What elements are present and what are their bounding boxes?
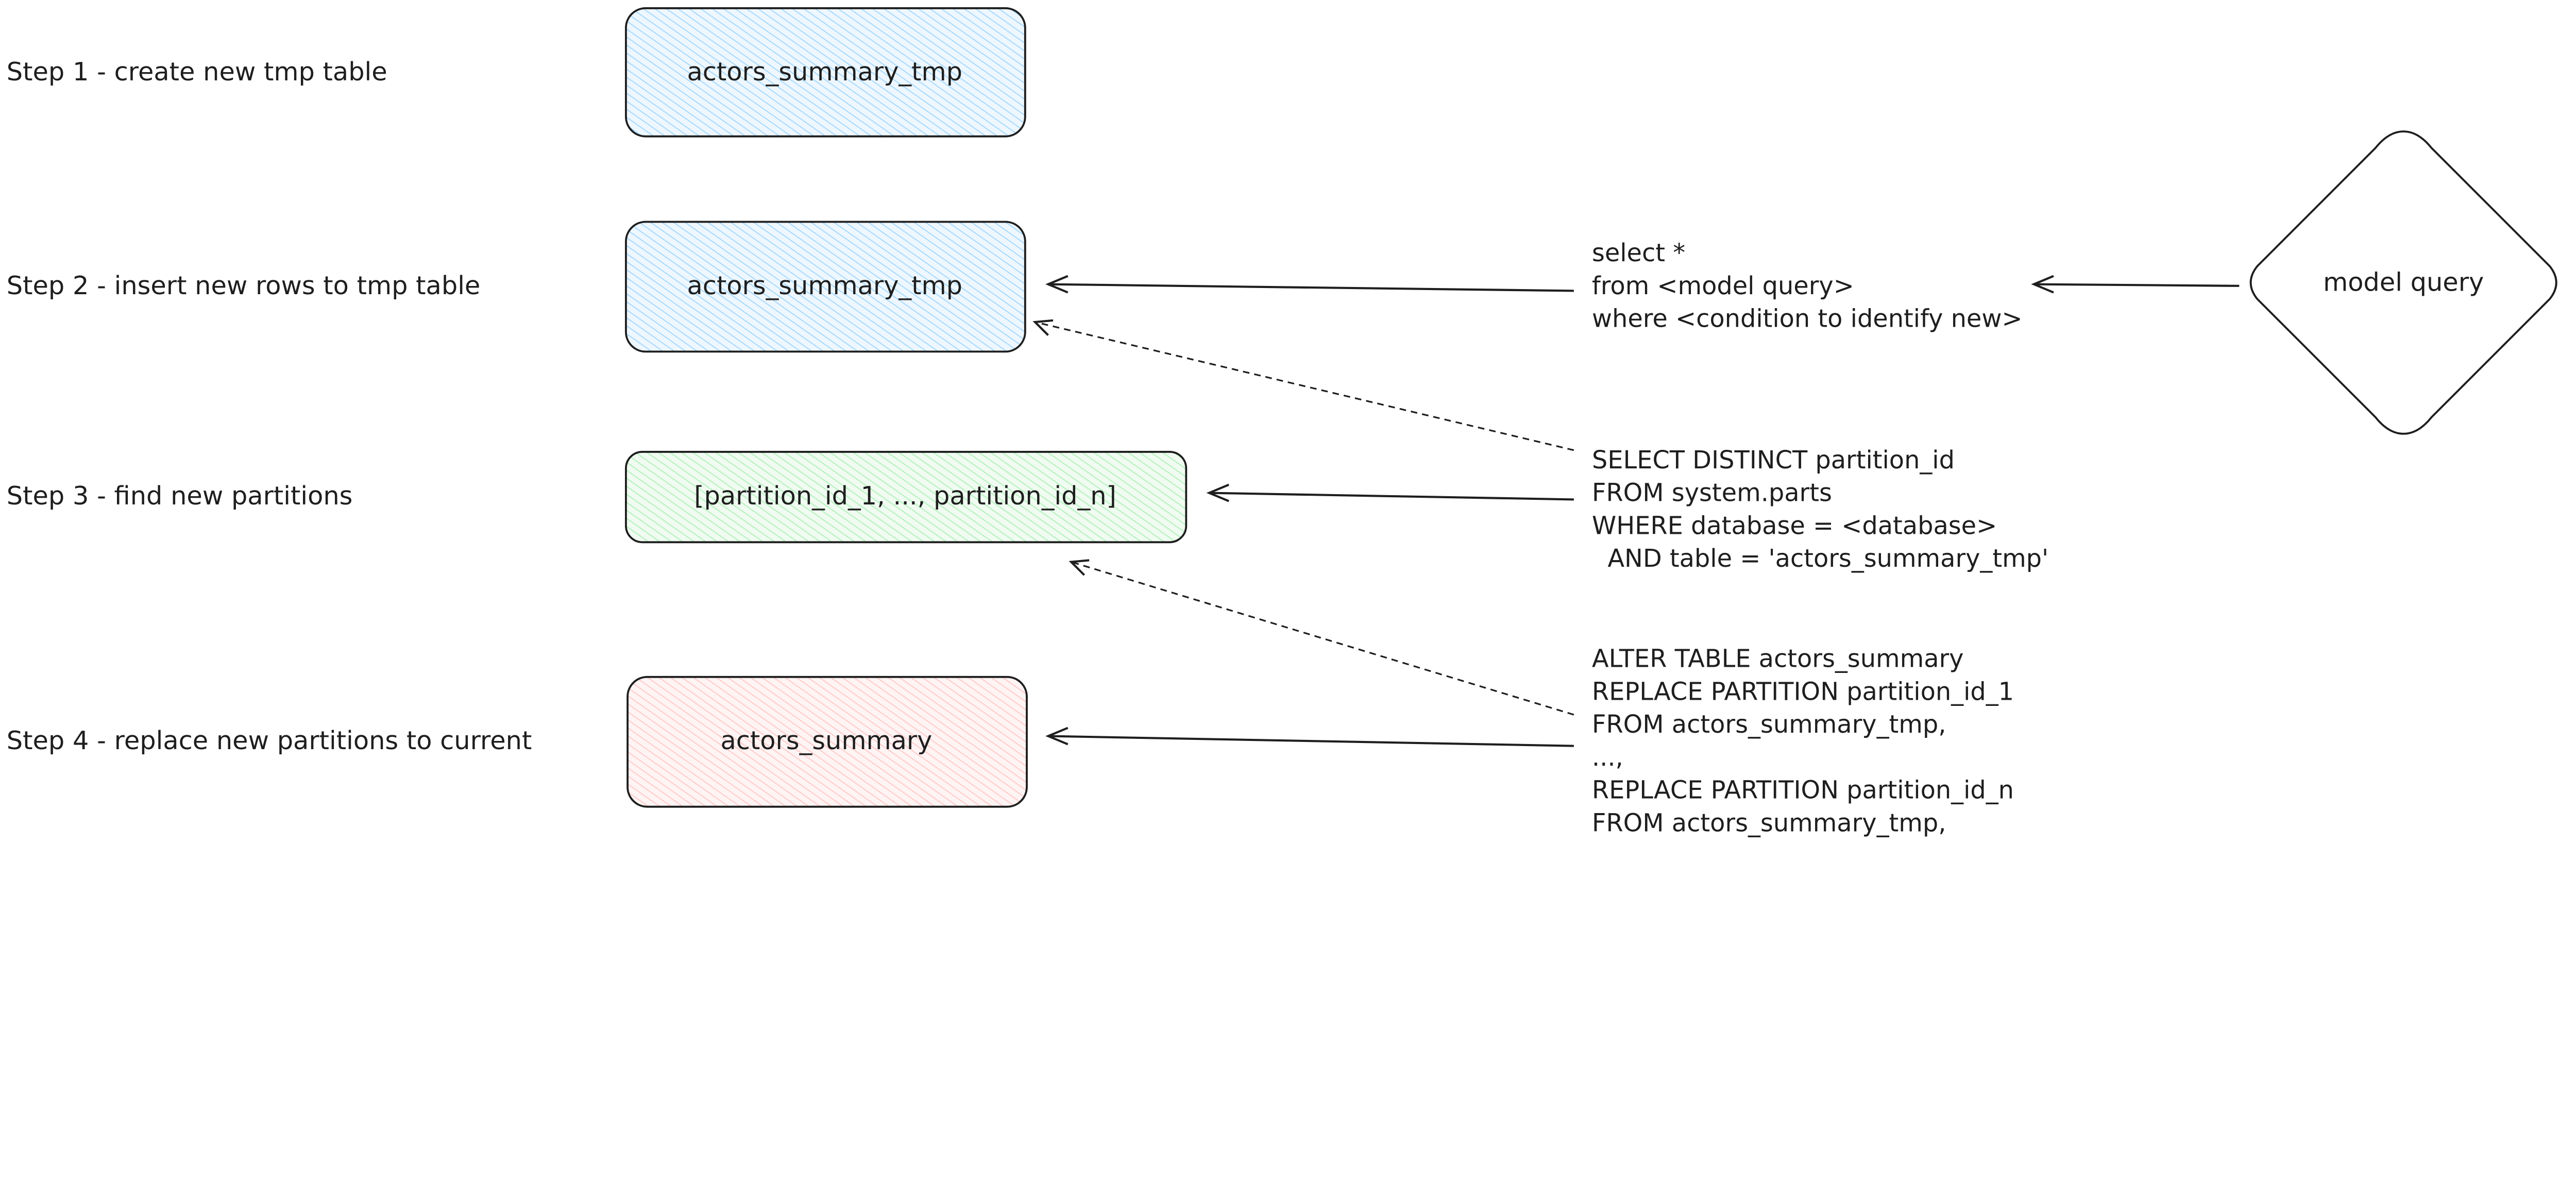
tmp-table-node-1[interactable]: actors_summary_tmp <box>625 7 1026 138</box>
svg-text:SELECT DISTINCT partition_id: SELECT DISTINCT partition_id <box>1592 446 1955 475</box>
svg-text:from <model query>: from <model query> <box>1592 272 1854 300</box>
svg-text:select *: select * <box>1592 239 1685 267</box>
step-3-label: Step 3 - find new partitions <box>7 481 353 511</box>
svg-text:...,: ..., <box>1592 744 1623 772</box>
partitions-node[interactable]: [partition_id_1, ..., partition_id_n] <box>625 450 1188 544</box>
tmp-table-node-2[interactable]: actors_summary_tmp <box>625 221 1026 353</box>
summary-table-label: actors_summary <box>720 725 932 755</box>
svg-text:REPLACE PARTITION partition_id: REPLACE PARTITION partition_id_1 <box>1592 678 2014 706</box>
svg-text:where <condition to identify n: where <condition to identify new> <box>1592 305 2023 333</box>
partitions-query-code: SELECT DISTINCT partition_id FROM system… <box>1592 446 2048 573</box>
model-query-label: model query <box>2323 267 2484 297</box>
summary-table-node[interactable]: actors_summary <box>626 676 1028 808</box>
tmp-table-label-1: actors_summary_tmp <box>687 57 963 87</box>
svg-text:FROM actors_summary_tmp,: FROM actors_summary_tmp, <box>1592 711 1946 739</box>
replace-query-code: ALTER TABLE actors_summary REPLACE PARTI… <box>1592 645 2014 838</box>
svg-text:AND table = 'actors_summary_tm: AND table = 'actors_summary_tmp' <box>1592 545 2048 573</box>
svg-text:FROM actors_summary_tmp,: FROM actors_summary_tmp, <box>1592 809 1946 838</box>
diagram-canvas: Step 1 - create new tmp table Step 2 - i… <box>7 7 2557 838</box>
arrow-replace-to-summary <box>1045 727 1574 747</box>
svg-text:ALTER TABLE actors_summary: ALTER TABLE actors_summary <box>1592 645 1964 673</box>
arrow-insert-to-tmp <box>1045 275 1574 294</box>
svg-text:WHERE database = <database>: WHERE database = <database> <box>1592 512 1997 540</box>
arrow-model-to-insert <box>2031 275 2240 294</box>
arrow-dashed-replace-to-partitions <box>1069 559 1574 716</box>
svg-text:REPLACE PARTITION partition_id: REPLACE PARTITION partition_id_n <box>1592 776 2014 805</box>
svg-text:FROM system.parts: FROM system.parts <box>1592 479 1832 508</box>
step-2-label: Step 2 - insert new rows to tmp table <box>7 271 481 300</box>
model-query-node[interactable]: model query <box>2249 130 2557 435</box>
partitions-label: [partition_id_1, ..., partition_id_n] <box>694 481 1116 511</box>
insert-query-code: select * from <model query> where <condi… <box>1592 239 2023 333</box>
arrow-dashed-partitions-to-tmp <box>1032 319 1574 451</box>
step-1-label: Step 1 - create new tmp table <box>7 57 387 87</box>
tmp-table-label-2: actors_summary_tmp <box>687 271 963 300</box>
step-4-label: Step 4 - replace new partitions to curre… <box>7 725 532 755</box>
arrow-partitions-query-to-list <box>1206 483 1574 502</box>
